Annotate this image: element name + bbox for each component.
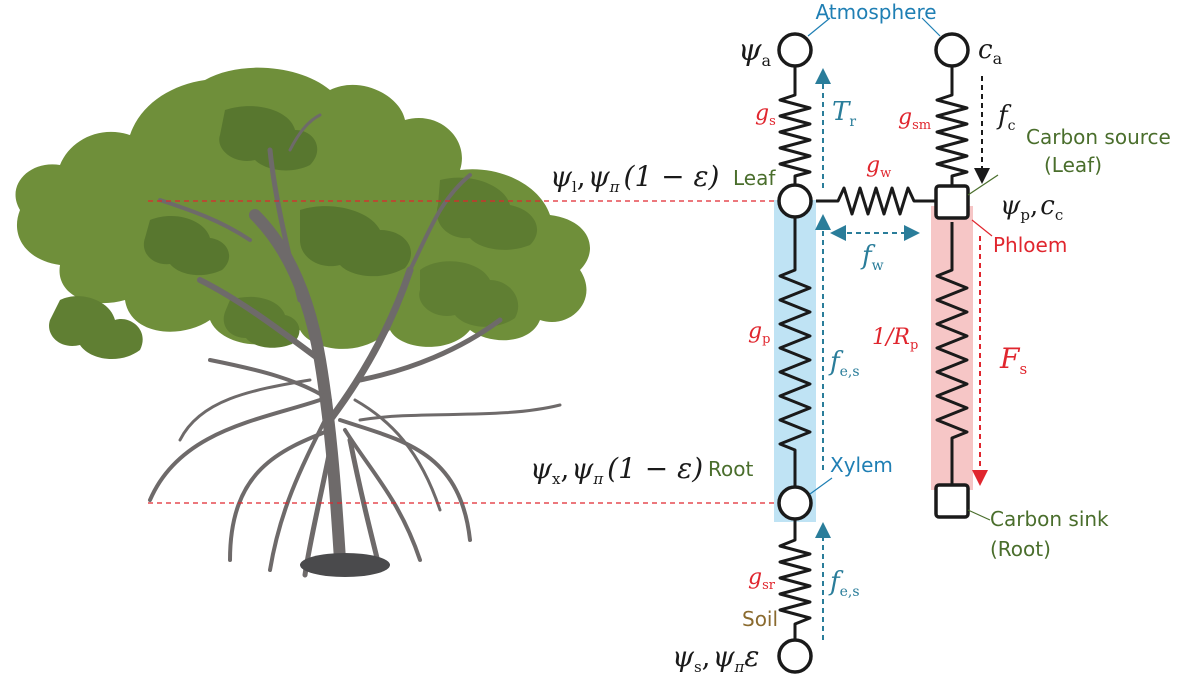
tree-trunk-and-roots: [148, 113, 562, 578]
fs-label: Fs: [999, 342, 1027, 378]
carbon-sink-label: Carbon sink: [990, 507, 1109, 531]
soil-potential-label: ψs,ψπε: [672, 640, 759, 674]
leaf-potential-label: ψl,ψπ(1 − ε): [550, 160, 719, 196]
psi-a-label: ψa: [738, 33, 772, 70]
atmosphere-leader-left: [807, 17, 831, 37]
gp-spring: [778, 216, 812, 487]
atmosphere-leader-right: [921, 17, 941, 37]
gsr-spring: [778, 518, 812, 640]
c-a-label: ca: [978, 35, 1003, 68]
gp-label: gp: [748, 319, 770, 347]
gsm-label: gsm: [898, 105, 931, 133]
carbon-source-sublabel: (Leaf): [1044, 153, 1102, 177]
phloem-label: Phloem: [993, 233, 1067, 257]
root-label: Root: [708, 457, 753, 481]
soil-node: [777, 638, 813, 674]
carbon-sink-leader: [967, 509, 991, 521]
rp-spring: [935, 222, 969, 484]
gs-spring: [778, 66, 812, 186]
carbon-sink-node: [934, 483, 970, 519]
guide-lines: [148, 200, 780, 504]
carbon-source-label: Carbon source: [1026, 125, 1171, 149]
fc-label: fc: [996, 101, 1016, 134]
fw-label: fw: [860, 241, 884, 274]
tree-canopy: [15, 67, 590, 360]
gs-label: gs: [755, 101, 776, 129]
root-potential-label: ψx,ψπ(1 − ε): [530, 452, 703, 488]
leaf-node: [777, 183, 813, 219]
mangrove-tree-illustration: [15, 67, 590, 578]
gw-spring: [816, 186, 936, 216]
xylem-leader: [809, 477, 833, 495]
soil-label: Soil: [742, 607, 778, 631]
gsr-label: gsr: [748, 565, 776, 593]
atmosphere-carbon-node: [934, 32, 970, 68]
tree-root-base: [300, 553, 390, 577]
fes-upper-label: fe,s: [828, 347, 860, 380]
root-node: [777, 485, 813, 521]
xylem-label: Xylem: [830, 453, 893, 477]
gsm-spring: [935, 66, 969, 192]
carbon-sink-sublabel: (Root): [990, 537, 1051, 561]
atmosphere-water-node: [777, 32, 813, 68]
carbon-source-node: [934, 184, 970, 220]
tr-label: Tr: [832, 97, 856, 130]
phloem-leader: [971, 219, 993, 237]
gw-label: gw: [866, 153, 891, 181]
leaf-label: Leaf: [733, 166, 776, 190]
carbon-source-leader: [967, 174, 999, 196]
fes-lower-label: fe,s: [828, 567, 860, 600]
atmosphere-label: Atmosphere: [815, 0, 936, 24]
carbon-source-potential-label: ψp,cc: [1000, 191, 1063, 224]
rp-label: 1/Rp: [872, 325, 918, 353]
